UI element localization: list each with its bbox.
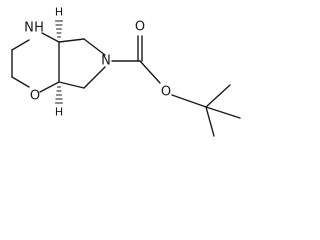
- atom-label-o-ester: O: [161, 85, 171, 100]
- bond-n-c7: [83, 66, 106, 89]
- atom-label-h-stereo-top: H: [55, 6, 63, 19]
- bond-nh-c3: [11, 39, 30, 51]
- bond-c2-o: [11, 76, 30, 88]
- single-bonds: [11, 32, 241, 137]
- atom-label-n-ring: N: [24, 21, 34, 36]
- bond-c4a-c5: [58, 38, 85, 43]
- bond-o-c7a: [39, 81, 60, 93]
- double-bond-carbonyl: [137, 35, 143, 62]
- atom-label-o-carbonyl: O: [135, 20, 145, 35]
- bond-c7-c7a: [58, 81, 85, 89]
- atom-label-n-pyrrolidine: N: [101, 54, 111, 69]
- bond-cq-me2: [205, 106, 241, 119]
- chemical-structure: N H O N O O H H: [11, 6, 241, 137]
- bond-o-ester-cq: [171, 94, 207, 108]
- hashed-wedge-top: [54, 20, 64, 38]
- hashed-wedge-bottom: [54, 86, 64, 104]
- bond-c4a-nh: [41, 32, 60, 43]
- bond-c5-n: [83, 38, 106, 56]
- atom-label-h-ring: H: [34, 21, 44, 36]
- bond-carbonyl-c-o-ester: [139, 60, 161, 84]
- atom-label-o-ring: O: [30, 89, 40, 104]
- bond-cq-me3: [205, 106, 215, 137]
- bond-cq-me1: [205, 84, 231, 108]
- atom-label-h-stereo-bottom: H: [55, 106, 63, 119]
